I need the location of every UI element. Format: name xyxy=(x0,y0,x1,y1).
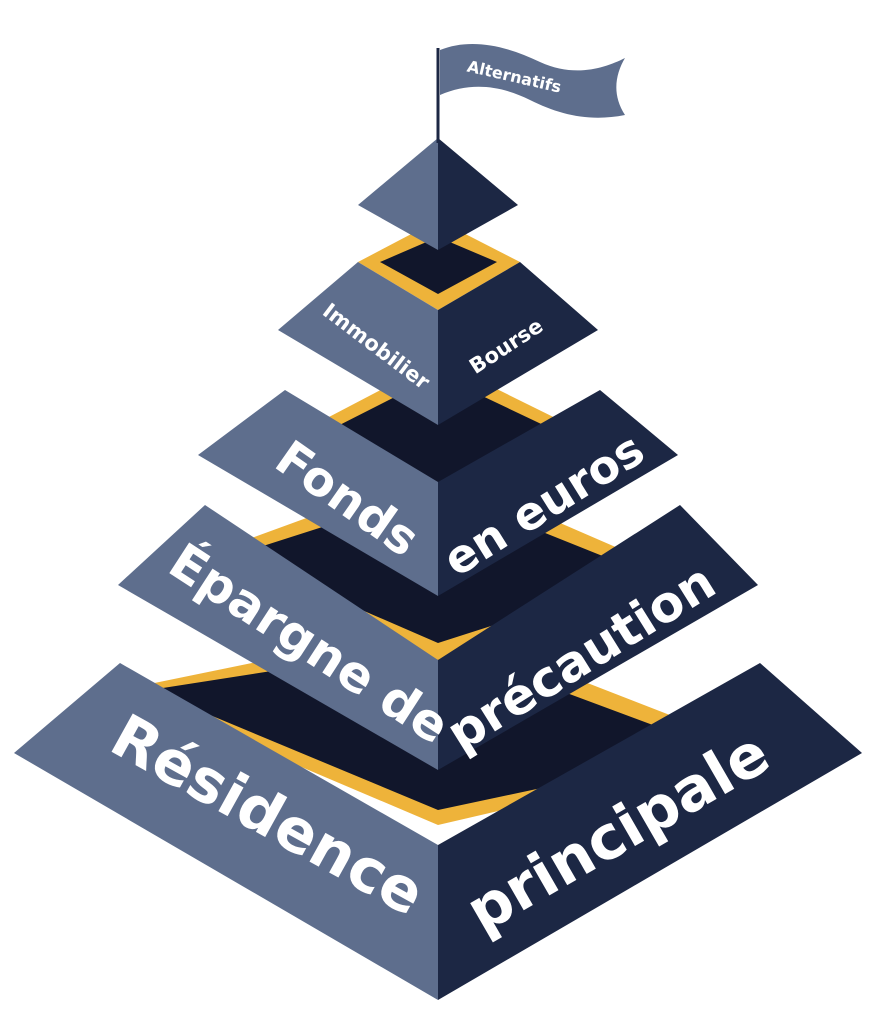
tier-5-left-face xyxy=(358,138,438,250)
tier-1-right-face xyxy=(438,663,862,1000)
tier-4-right-face xyxy=(438,262,598,425)
tier-4-left-face xyxy=(278,262,438,425)
tier-3-left-face xyxy=(198,390,438,596)
tier-3-right-face xyxy=(438,390,678,596)
tier-5 xyxy=(358,138,518,250)
flag-banner xyxy=(440,43,625,118)
flag-pole xyxy=(436,48,440,143)
tier-4-inner xyxy=(380,237,497,294)
tier-4: Immobilier Bourse xyxy=(278,220,598,425)
tier-1-left-face xyxy=(14,663,438,1000)
tier-2-right-face xyxy=(438,505,758,770)
tier-5-right-face xyxy=(438,138,518,250)
tier-2-left-face xyxy=(118,505,438,770)
flag: Alternatifs xyxy=(436,43,625,143)
